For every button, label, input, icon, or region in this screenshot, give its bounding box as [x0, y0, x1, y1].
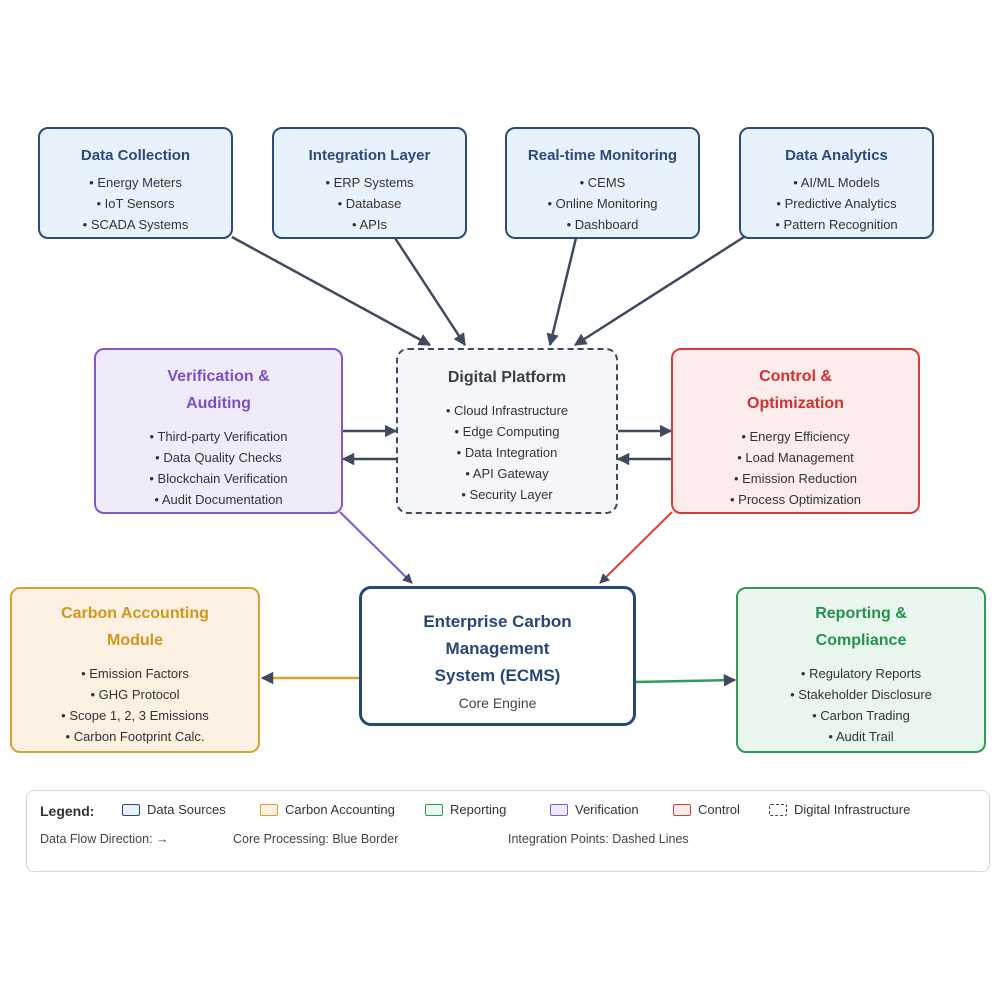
- verification-item: Data Quality Checks: [96, 447, 341, 468]
- carbon-accounting-item: Carbon Footprint Calc.: [12, 726, 258, 747]
- control-item: Load Management: [673, 447, 918, 468]
- verification-item: Audit Documentation: [96, 489, 341, 510]
- data-analytics-box: Data Analytics AI/ML Models Predictive A…: [739, 127, 934, 239]
- verification-auditing-box: Verification & Auditing Third-party Veri…: [94, 348, 343, 514]
- control-item: Process Optimization: [673, 489, 918, 510]
- integration-layer-item: APIs: [274, 214, 465, 235]
- reporting-item: Audit Trail: [738, 726, 984, 747]
- legend: Legend: Data Sources Carbon Accounting R…: [26, 790, 990, 872]
- carbon-accounting-title-line1: Carbon Accounting: [61, 605, 209, 622]
- arrow-integration-to-platform: [393, 237, 467, 347]
- ecms-subtitle: Core Engine: [458, 695, 537, 711]
- data-analytics-item: Predictive Analytics: [741, 193, 932, 214]
- integration-layer-item: Database: [274, 193, 465, 214]
- arrow-monitoring-to-platform: [546, 237, 578, 347]
- data-collection-item: SCADA Systems: [40, 214, 231, 235]
- arrow-verification-to-core: [339, 511, 413, 584]
- legend-note-integration-points: Integration Points: Dashed Lines: [508, 832, 689, 846]
- legend-label: Data Sources: [147, 802, 226, 817]
- carbon-accounting-title-line2: Module: [107, 632, 163, 649]
- data-collection-box: Data Collection Energy Meters IoT Sensor…: [38, 127, 233, 239]
- ecms-title: Enterprise Carbon Management System (ECM…: [362, 608, 633, 689]
- legend-swatch: [550, 804, 568, 816]
- control-item: Energy Efficiency: [673, 426, 918, 447]
- legend-item-reporting: Reporting: [425, 802, 506, 817]
- reporting-item: Regulatory Reports: [738, 663, 984, 684]
- reporting-title: Reporting & Compliance: [738, 600, 984, 654]
- integration-layer-box: Integration Layer ERP Systems Database A…: [272, 127, 467, 239]
- data-collection-item: IoT Sensors: [40, 193, 231, 214]
- carbon-accounting-item: Emission Factors: [12, 663, 258, 684]
- realtime-monitoring-item: Dashboard: [507, 214, 698, 235]
- legend-item-data-sources: Data Sources: [122, 802, 226, 817]
- legend-item-control: Control: [673, 802, 740, 817]
- arrow-control-to-core: [599, 511, 673, 584]
- reporting-item: Carbon Trading: [738, 705, 984, 726]
- legend-title: Legend:: [40, 803, 95, 819]
- carbon-accounting-box: Carbon Accounting Module Emission Factor…: [10, 587, 260, 753]
- legend-swatch: [260, 804, 278, 816]
- arrow-core-to-reporting: [635, 673, 737, 687]
- realtime-monitoring-item: CEMS: [507, 172, 698, 193]
- legend-swatch: [425, 804, 443, 816]
- verification-item: Blockchain Verification: [96, 468, 341, 489]
- data-collection-title: Data Collection: [80, 147, 191, 164]
- reporting-title-line1: Reporting &: [815, 605, 907, 622]
- verification-title: Verification & Auditing: [96, 363, 341, 417]
- control-optimization-box: Control & Optimization Energy Efficiency…: [671, 348, 920, 514]
- ecms-title-line3: System (ECMS): [434, 666, 561, 685]
- realtime-monitoring-item: Online Monitoring: [507, 193, 698, 214]
- data-analytics-item: AI/ML Models: [741, 172, 932, 193]
- arrow-analytics-to-platform: [573, 235, 745, 347]
- digital-platform-item: Security Layer: [398, 484, 616, 505]
- legend-item-carbon-accounting: Carbon Accounting: [260, 802, 395, 817]
- control-item: Emission Reduction: [673, 468, 918, 489]
- ecms-core-box: Enterprise Carbon Management System (ECM…: [359, 586, 636, 726]
- legend-swatch: [769, 804, 787, 816]
- ecms-title-line1: Enterprise Carbon: [423, 612, 572, 631]
- ecms-title-line2: Management: [445, 639, 550, 658]
- legend-item-digital-infrastructure: Digital Infrastructure: [769, 802, 910, 817]
- legend-label: Reporting: [450, 802, 507, 817]
- digital-platform-box: Digital Platform Cloud Infrastructure Ed…: [396, 348, 618, 514]
- control-title-line2: Optimization: [747, 395, 844, 412]
- data-analytics-title: Data Analytics: [785, 147, 888, 164]
- data-analytics-item: Pattern Recognition: [741, 214, 932, 235]
- verification-title-line2: Auditing: [186, 395, 251, 412]
- reporting-title-line2: Compliance: [815, 632, 907, 649]
- digital-platform-item: API Gateway: [398, 463, 616, 484]
- realtime-monitoring-box: Real-time Monitoring CEMS Online Monitor…: [505, 127, 700, 239]
- legend-label: Digital Infrastructure: [794, 802, 911, 817]
- integration-layer-item: ERP Systems: [274, 172, 465, 193]
- verification-item: Third-party Verification: [96, 426, 341, 447]
- legend-note-data-flow: Data Flow Direction: →: [40, 832, 169, 846]
- digital-platform-item: Cloud Infrastructure: [398, 400, 616, 421]
- integration-layer-title: Integration Layer: [308, 147, 431, 164]
- carbon-accounting-item: GHG Protocol: [12, 684, 258, 705]
- legend-label: Control: [698, 802, 740, 817]
- legend-item-verification: Verification: [550, 802, 639, 817]
- legend-label: Carbon Accounting: [285, 802, 395, 817]
- control-title-line1: Control &: [759, 368, 832, 385]
- arrow-collection-to-platform: [231, 235, 432, 347]
- verification-title-line1: Verification &: [167, 368, 270, 385]
- reporting-item: Stakeholder Disclosure: [738, 684, 984, 705]
- digital-platform-item: Data Integration: [398, 442, 616, 463]
- digital-platform-title: Digital Platform: [447, 369, 567, 386]
- legend-note-core-processing: Core Processing: Blue Border: [233, 832, 399, 846]
- legend-label: Verification: [575, 802, 639, 817]
- realtime-monitoring-title: Real-time Monitoring: [527, 147, 678, 164]
- digital-platform-item: Edge Computing: [398, 421, 616, 442]
- carbon-accounting-item: Scope 1, 2, 3 Emissions: [12, 705, 258, 726]
- control-title: Control & Optimization: [673, 363, 918, 417]
- carbon-accounting-title: Carbon Accounting Module: [12, 600, 258, 654]
- legend-swatch: [673, 804, 691, 816]
- legend-swatch: [122, 804, 140, 816]
- reporting-compliance-box: Reporting & Compliance Regulatory Report…: [736, 587, 986, 753]
- data-collection-item: Energy Meters: [40, 172, 231, 193]
